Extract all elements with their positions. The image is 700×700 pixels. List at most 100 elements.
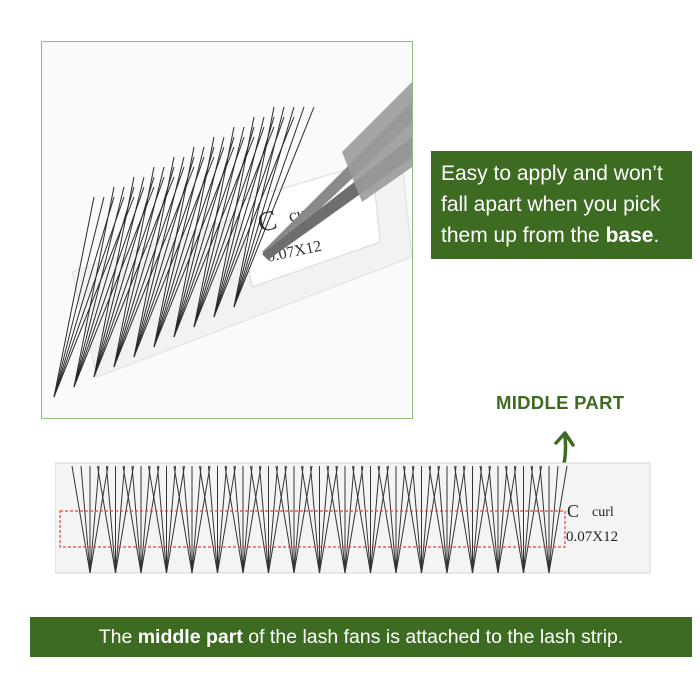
- lash-hair: [395, 465, 415, 574]
- callout-line-3: them up from the base.: [441, 220, 682, 251]
- lash-hair: [166, 465, 176, 574]
- lash-hair: [293, 465, 304, 574]
- lash-hair: [153, 146, 195, 348]
- lash-hair: [173, 136, 215, 338]
- lash-hair: [233, 106, 275, 308]
- lash-hair: [242, 465, 262, 574]
- lash-hair: [213, 116, 275, 318]
- lash-hair: [173, 136, 235, 338]
- lash-hair: [548, 465, 559, 574]
- lash-hair: [193, 126, 235, 328]
- lash-hair: [523, 465, 542, 574]
- lash-hair: [193, 126, 265, 328]
- lash-hair: [548, 465, 568, 574]
- lash-hair: [208, 465, 218, 574]
- lash-hair: [233, 106, 305, 308]
- strip-size: 0.07X12: [566, 529, 618, 545]
- lash-hair: [93, 176, 135, 378]
- lash-hair: [352, 465, 371, 574]
- lash-hair: [421, 465, 431, 574]
- lash-hair: [539, 465, 550, 574]
- lash-hair: [173, 136, 245, 338]
- lash-hair: [140, 465, 151, 574]
- lash-hair: [428, 465, 448, 574]
- lash-hair: [412, 465, 422, 574]
- lash-hair: [89, 465, 109, 574]
- lash-hair: [182, 465, 193, 574]
- lash-hair: [319, 465, 329, 574]
- footer-banner: The middle part of the lash fans is atta…: [30, 617, 692, 657]
- lash-hair: [310, 465, 320, 574]
- lash-hair: [403, 465, 422, 574]
- lash-hair: [514, 465, 524, 574]
- lash-hair: [213, 116, 265, 318]
- callout-line-2: fall apart when you pick: [441, 193, 661, 216]
- lash-hair: [53, 196, 95, 398]
- callout-line-1: Easy to apply and won’t: [441, 162, 663, 185]
- lash-hair: [275, 465, 295, 574]
- lash-hair: [73, 186, 115, 388]
- lash-hair: [233, 106, 295, 308]
- lash-hair: [153, 146, 215, 348]
- lash-hair: [193, 126, 255, 328]
- callout-box: Easy to apply and won’t fall apart when …: [431, 151, 692, 259]
- lash-hair: [191, 465, 211, 574]
- lash-hair: [153, 146, 205, 348]
- lash-hair: [217, 465, 236, 574]
- lash-hair: [344, 465, 364, 574]
- footer-text-start: The: [98, 626, 138, 648]
- lash-hair: [140, 465, 160, 574]
- lash-hair: [131, 465, 142, 574]
- callout-line-3-end: .: [653, 224, 660, 247]
- lash-hair: [463, 465, 473, 574]
- lash-hair: [250, 465, 269, 574]
- lash-hair: [71, 465, 91, 574]
- lash-hair: [530, 465, 550, 574]
- lash-tweezers-illustration: C curl 0.07X12: [53, 82, 412, 398]
- lash-hair: [157, 465, 167, 574]
- lash-hair: [115, 465, 125, 574]
- lash-hair: [233, 106, 285, 308]
- strip-lash-fans: [71, 465, 568, 574]
- lash-hair: [446, 465, 466, 574]
- lash-hair: [106, 465, 116, 574]
- lash-hair: [73, 186, 125, 388]
- lash-hair: [213, 116, 285, 318]
- lash-hair: [488, 465, 499, 574]
- footer-bold: middle part: [137, 626, 243, 648]
- lash-hair: [472, 465, 482, 574]
- lash-hair: [268, 465, 287, 574]
- strip-curl-word: curl: [592, 505, 614, 520]
- lash-hair: [505, 465, 524, 574]
- callout-bold-word: base: [605, 224, 654, 247]
- lash-hair: [213, 116, 255, 318]
- lash-hair: [133, 156, 195, 358]
- lash-hair: [80, 465, 91, 574]
- lash-hair: [446, 465, 457, 574]
- lash-hair: [191, 465, 202, 574]
- lash-hair: [89, 465, 100, 574]
- lash-hair: [173, 465, 193, 574]
- lash-hair: [335, 465, 346, 574]
- strip-curl-letter: C: [567, 501, 579, 521]
- lash-hair: [370, 465, 389, 574]
- lash-hair: [93, 176, 165, 378]
- product-photo: C curl 0.07X12: [41, 41, 413, 419]
- lash-hair: [377, 465, 397, 574]
- lash-hair: [523, 465, 533, 574]
- lash-hair: [242, 465, 253, 574]
- lash-hair: [113, 166, 185, 368]
- lash-hair: [53, 196, 105, 398]
- lash-hair: [217, 465, 227, 574]
- lash-hair: [233, 465, 244, 574]
- lash-hair: [133, 156, 205, 358]
- lash-hair: [166, 465, 185, 574]
- lash-hair: [193, 126, 245, 328]
- lash-hair: [113, 166, 165, 368]
- lash-hair: [93, 176, 155, 378]
- lash-hair: [259, 465, 269, 574]
- lash-hair: [326, 465, 346, 574]
- lash-hair: [370, 465, 380, 574]
- lash-hair: [319, 465, 338, 574]
- lash-hair: [148, 465, 167, 574]
